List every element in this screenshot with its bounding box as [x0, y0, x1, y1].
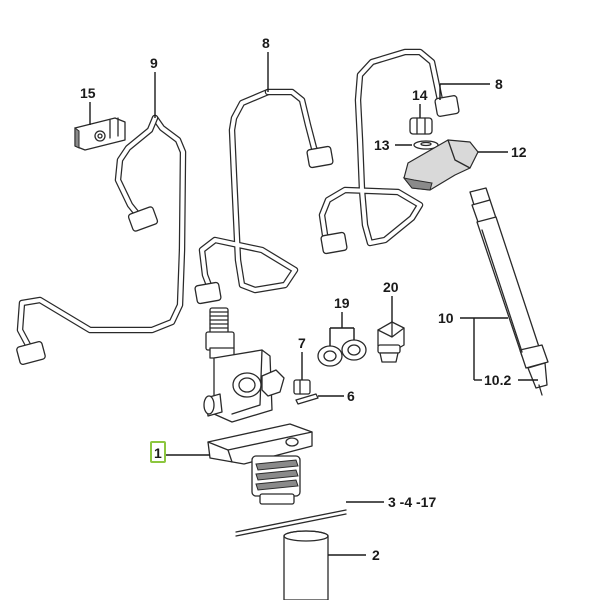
- callout-1-highlight: [150, 441, 166, 463]
- part-15-clip[interactable]: [74, 117, 126, 151]
- callout-labels: 9 8 8 15 14 13 12 19 20 7 6 10 10.2 1 3 …: [80, 35, 527, 563]
- pipe-8-center[interactable]: [194, 88, 334, 305]
- part-20-plug[interactable]: [377, 321, 405, 363]
- part-7-nut[interactable]: [293, 379, 311, 395]
- callout-7[interactable]: 7: [298, 335, 306, 351]
- pipe-9[interactable]: [16, 114, 187, 366]
- callout-15[interactable]: 15: [80, 85, 96, 101]
- part-12-clamp[interactable]: [402, 139, 479, 191]
- callout-8-right[interactable]: 8: [495, 76, 503, 92]
- part-6-pin[interactable]: [295, 393, 319, 405]
- part-14-nut[interactable]: [409, 117, 433, 135]
- callout-14[interactable]: 14: [412, 87, 428, 103]
- part-3-4-17-gasket[interactable]: [235, 509, 347, 537]
- part-1-pump[interactable]: [203, 307, 313, 505]
- callout-9[interactable]: 9: [150, 55, 158, 71]
- callout-3-4-17[interactable]: 3 -4 -17: [388, 494, 436, 510]
- callout-20[interactable]: 20: [383, 279, 399, 295]
- callout-6[interactable]: 6: [347, 388, 355, 404]
- callout-8-center[interactable]: 8: [262, 35, 270, 51]
- part-2-tappet[interactable]: [283, 530, 329, 600]
- part-10-injector[interactable]: [469, 187, 549, 396]
- callout-19[interactable]: 19: [334, 295, 350, 311]
- callout-10-2[interactable]: 10.2: [484, 372, 511, 388]
- callout-13[interactable]: 13: [374, 137, 390, 153]
- leader-lines: [89, 52, 538, 556]
- callout-10[interactable]: 10: [438, 310, 454, 326]
- callout-2[interactable]: 2: [372, 547, 380, 563]
- callout-1[interactable]: 1: [154, 445, 162, 461]
- part-19-seal-rings[interactable]: [317, 339, 367, 367]
- callout-12[interactable]: 12: [511, 144, 527, 160]
- part-13-washer[interactable]: [413, 140, 439, 150]
- pipe-8-right[interactable]: [318, 48, 460, 255]
